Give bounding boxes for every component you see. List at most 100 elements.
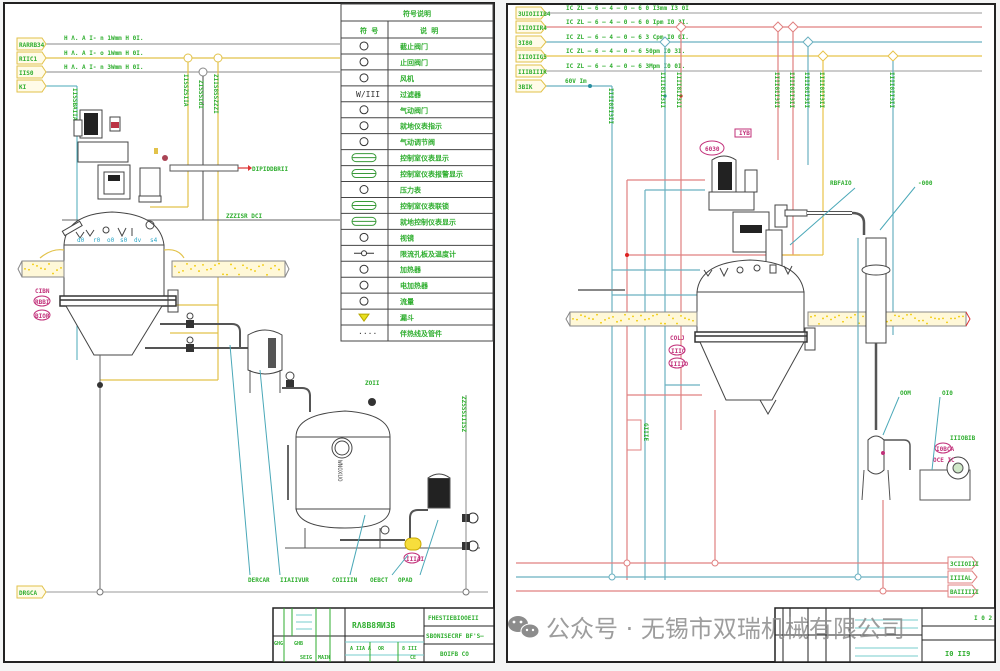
vertical-label: IIII8II3II <box>788 72 795 109</box>
vertical-label: IIII8II3II <box>773 72 780 109</box>
drawing-name: RΛ8B8ЯИ3B <box>352 621 396 630</box>
nozzle-tag: o0 <box>107 237 115 244</box>
legend-desc: 风机 <box>400 74 414 83</box>
title-cell: OR <box>378 646 385 652</box>
line-spec: IC ZL — 6 — 4 — 0 — 6 3Mpm I0 0I. <box>566 63 685 70</box>
legend-desc: 止回阀门 <box>400 58 428 67</box>
line-tag: IIIOIIR4 <box>515 20 547 34</box>
line-tag-label: KI <box>19 84 27 91</box>
line-tag-label: RARRB34 <box>19 42 45 49</box>
legend-desc: 控制室仪表显示 <box>400 154 449 163</box>
panel-instrument-icon <box>351 153 377 163</box>
nozzle-tag: d0 <box>77 237 85 244</box>
top-valve-label: ZOII <box>365 380 380 387</box>
butterfly-valve-icon <box>359 105 369 115</box>
outlet-tag: IIIIAL <box>947 570 978 584</box>
watermark: 公众号 · 无锡市双瑞机械有限公司 <box>508 615 905 643</box>
legend-desc: 控制室仪表联锁 <box>400 201 449 210</box>
outlet-label: DIPIDDBRII <box>252 166 289 173</box>
callout-label: OEBCT <box>370 577 388 584</box>
legend-row: ····伴热线及管件 <box>341 329 493 342</box>
pump-subtag: OCE IC <box>933 457 955 464</box>
vertical-label: ZIIS8SSZZZI <box>212 74 219 114</box>
instrument-tag: IIIIO <box>670 361 688 368</box>
thermo-icon <box>359 280 369 290</box>
vacuum-pump <box>884 439 971 501</box>
vertical-label: ZISSSIdI <box>197 80 204 109</box>
legend-desc: 就地控制仪表显示 <box>400 217 456 226</box>
vent-label: ZZZISR DCI <box>226 213 263 220</box>
legend-desc: 电加热器 <box>400 281 429 290</box>
line-spec: IC ZL — 6 — 4 — 0 — 6 0 Ipm I0 3I. <box>566 19 689 26</box>
pump-tag: I0BCA <box>936 446 954 453</box>
line-tag-label: IIIOIIR4 <box>518 25 547 32</box>
line-tag-label: 3I80 <box>518 40 533 47</box>
line-tag: RARRB34 <box>16 37 47 51</box>
actuator-valve-icon <box>359 137 369 147</box>
line-tag: 3UIOIIIB4 <box>515 6 551 20</box>
legend-desc: 压力表 <box>400 186 422 195</box>
line-spec: IC ZL — 6 — 4 — 0 — 6 0 I3mm I3 0I <box>566 5 689 12</box>
line-tag: 3I80 <box>515 35 547 49</box>
title-cell: GHG <box>274 641 283 647</box>
legend-row: 就地仪表指示 <box>341 121 493 135</box>
legend-header-desc: 说 明 <box>420 26 438 35</box>
watermark-text: 公众号 · 无锡市双瑞机械有限公司 <box>546 615 905 643</box>
right-utility-lines <box>546 12 982 580</box>
line-tag-label: IIS0 <box>19 70 34 77</box>
line-tag-label: IIIBIIIK <box>518 69 547 76</box>
vertical-label: IIII8II3II <box>803 72 810 109</box>
line-tag-label: DRGCA <box>19 590 37 597</box>
line-tag: RIIC1 <box>16 51 47 65</box>
loop-label: GIIIE <box>642 423 649 441</box>
filter-icon: W/III <box>356 90 380 99</box>
floor-slab-texture <box>24 262 280 276</box>
legend-row: 截止阀门 <box>341 41 493 55</box>
side-separator <box>138 148 168 203</box>
local-instrument-icon <box>359 121 369 131</box>
line-tag: KI <box>16 79 47 93</box>
instrument-tag: IYB <box>739 130 750 137</box>
right-bottom-lines <box>516 500 948 595</box>
legend-desc: 气动调节阀 <box>399 138 435 147</box>
callout-label: OPAD <box>398 577 413 584</box>
drawing-number: BOIFB CO <box>440 651 469 658</box>
column-label: -000 <box>918 180 933 187</box>
legend-desc: 气动阀门 <box>399 106 428 115</box>
receiver-label: OOM <box>900 390 911 397</box>
vertical-label: IIII8II3II <box>659 72 666 109</box>
bag-filter <box>247 329 295 393</box>
agitator-drive <box>73 109 131 200</box>
outlet-tag-label: IIIIAL <box>950 575 972 582</box>
legend-row: 流量 <box>341 296 493 310</box>
legend-desc: 流量 <box>400 297 414 306</box>
callout-label: IIAIIVUR <box>280 577 309 584</box>
title-cell: 8 III <box>402 646 417 652</box>
legend-row: 气动阀门 <box>341 105 493 119</box>
dotted-line-icon: ···· <box>358 329 377 338</box>
legend-row: 漏斗 <box>341 313 493 326</box>
vertical-label: IIII8II3II <box>818 72 825 109</box>
instrument-bubbles: CIBN RBBI BIOR <box>33 288 51 321</box>
check-valve-icon <box>359 57 369 67</box>
interlock-instrument-icon <box>351 200 377 210</box>
legend-row: 加热器 <box>341 264 493 278</box>
floor-slab-texture <box>572 313 964 325</box>
pump-name: IIIOBIB <box>950 435 976 442</box>
line-spec: IC ZL — 6 — 4 — 0 — 6 50pm I0 3I. <box>566 48 685 55</box>
vertical-label: IISSBAIIA <box>71 88 78 121</box>
svg-text:W/III: W/III <box>356 90 380 99</box>
line-tag: 3BIK <box>515 79 547 93</box>
legend-row: 限流孔板及温度计 <box>341 249 493 262</box>
sight-glass-icon <box>359 232 369 242</box>
distillation-column <box>851 211 891 580</box>
tank-label: WNOXUO <box>336 460 343 482</box>
left-vertical-lines <box>62 53 340 381</box>
title-cell: GHB <box>294 641 303 647</box>
instrument-tag: RBBI <box>35 299 50 306</box>
nozzle-tag: s0 <box>120 237 128 244</box>
fan-icon <box>359 73 369 83</box>
right-vertical-labels: IIII8II3II IIII8II3II IIII8II3II IIII8II3II… <box>565 72 895 125</box>
callout-label: DERCAR <box>248 577 270 584</box>
